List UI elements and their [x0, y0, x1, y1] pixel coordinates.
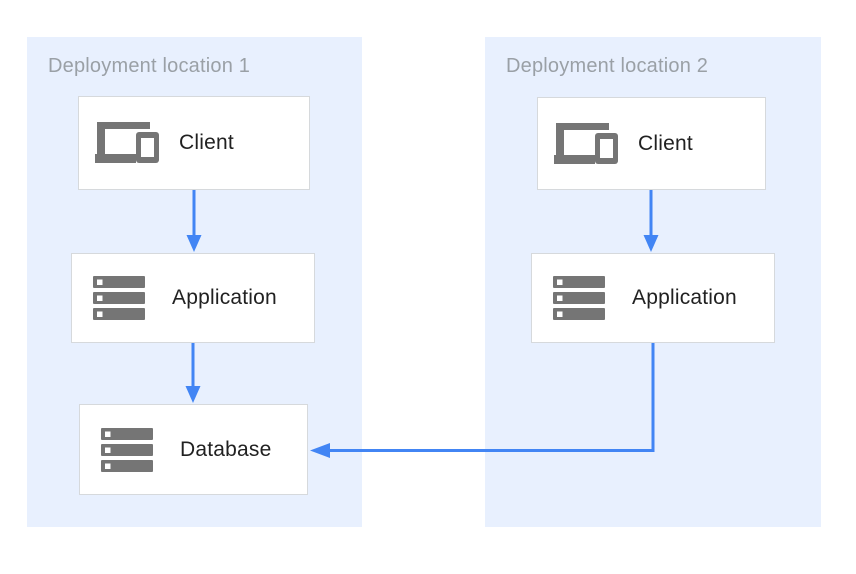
- node-label: Application: [172, 286, 277, 309]
- node-application-2: Application: [531, 253, 775, 343]
- node-client-1: Client: [78, 96, 310, 190]
- node-label: Database: [180, 437, 272, 461]
- server-icon: [93, 276, 145, 320]
- node-label: Client: [179, 131, 234, 154]
- node-application-1: Application: [71, 253, 315, 343]
- node-client-2: Client: [537, 97, 766, 190]
- server-icon: [101, 427, 153, 472]
- server-icon: [553, 276, 605, 320]
- panel-title: Deployment location 2: [506, 55, 709, 77]
- node-label: Application: [632, 286, 737, 309]
- devices-icon: [554, 122, 618, 166]
- node-label: Client: [638, 131, 693, 155]
- node-database-1: Database: [79, 404, 308, 495]
- devices-icon: [95, 121, 159, 165]
- panel-title: Deployment location 1: [48, 55, 251, 77]
